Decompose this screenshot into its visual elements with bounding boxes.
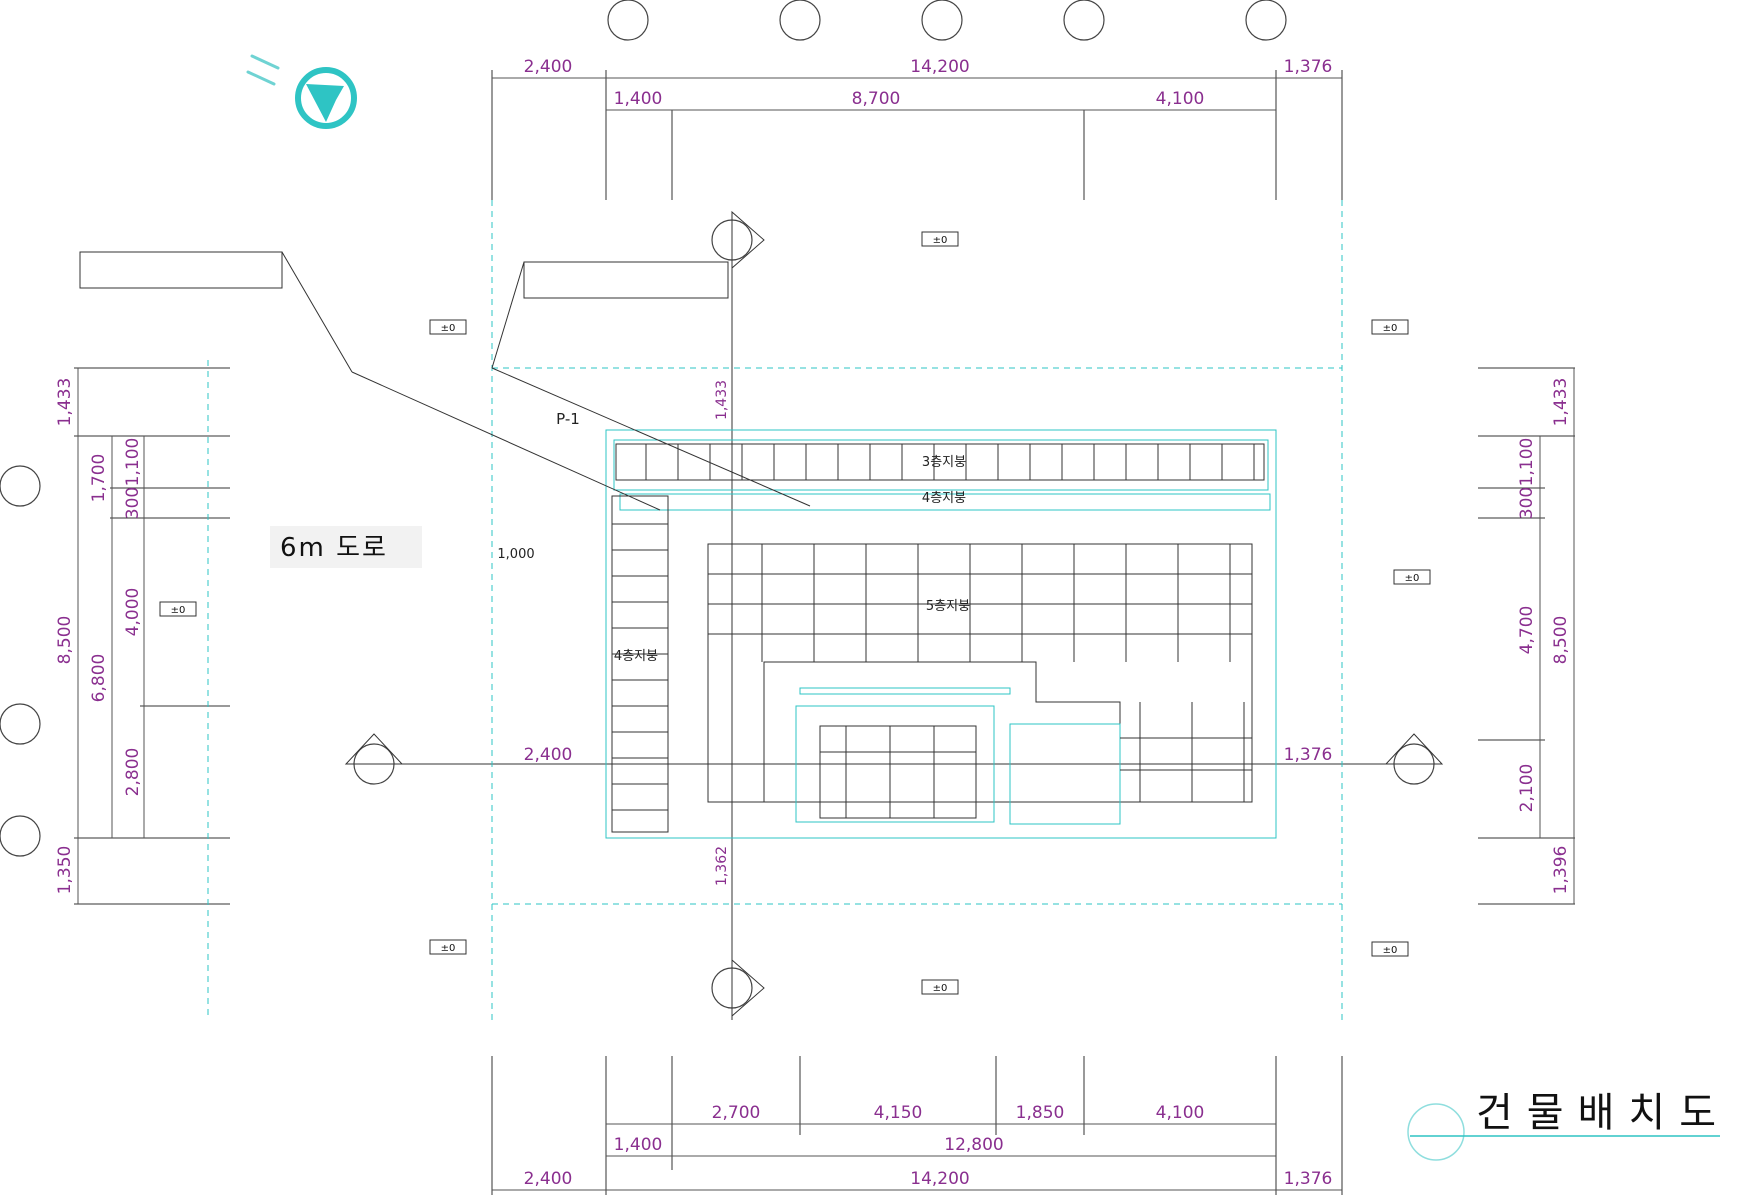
dim-bottom2-1400: 1,400 — [614, 1135, 663, 1155]
level-tag-text: ±0 — [171, 605, 186, 616]
dim-local-1000: 1,000 — [497, 547, 534, 562]
grid-bubbles-top — [607, 0, 1287, 41]
dim-left-1100: 1,100 — [123, 438, 143, 487]
grid-bubble-icon — [1245, 0, 1287, 41]
property-boundary — [207, 200, 1343, 1020]
dim-right-1433: 1,433 — [1551, 378, 1571, 427]
building-outline — [605, 429, 1277, 839]
level-tag: ±0 — [1371, 319, 1409, 335]
level-tag: ±0 — [429, 939, 467, 955]
grid-bubble-icon — [1063, 0, 1105, 41]
dim-bottom2-12800: 12,800 — [944, 1135, 1003, 1155]
dimension-texts-top: 2,400 14,200 1,376 1,400 8,700 4,100 — [524, 57, 1333, 109]
dim-bottom-1850: 1,850 — [1016, 1103, 1065, 1123]
dimension-texts-bottom: 2,700 4,150 1,850 4,100 1,400 12,800 2,4… — [524, 1103, 1333, 1189]
dim-left-8500: 8,500 — [55, 616, 75, 665]
dim-top2-8700: 8,700 — [852, 89, 901, 109]
label-roof-4f-left: 4층지붕 — [614, 649, 658, 664]
dim-left-2800: 2,800 — [123, 748, 143, 797]
dim-bottom3-2400: 2,400 — [524, 1169, 573, 1189]
dim-left-1433: 1,433 — [55, 378, 75, 427]
dim-right-1100: 1,100 — [1517, 438, 1537, 487]
dim-top-2400: 2,400 — [524, 57, 573, 77]
dim-bottom3-1376: 1,376 — [1284, 1169, 1333, 1189]
grid-bubble-icon — [0, 465, 41, 507]
dim-right-1396: 1,396 — [1551, 846, 1571, 895]
dimension-texts-left: 1,433 8,500 1,350 1,700 6,800 1,100 300 … — [55, 378, 143, 895]
dim-v-1433: 1,433 — [714, 380, 730, 420]
level-tag-text: ±0 — [933, 983, 948, 994]
level-tag-text: ±0 — [933, 235, 948, 246]
dim-top-1376: 1,376 — [1284, 57, 1333, 77]
level-tag: ±0 — [921, 979, 959, 995]
dim-v-1362: 1,362 — [714, 846, 730, 886]
level-tag-text: ±0 — [441, 943, 456, 954]
top-dimension-lines — [77, 77, 1575, 1191]
road-label-group: 6m 도로 — [270, 526, 422, 568]
grid-lines — [74, 70, 1575, 1195]
leader-lines — [79, 251, 811, 511]
grid-bubbles-left — [0, 465, 41, 857]
level-tag-text: ±0 — [1383, 945, 1398, 956]
level-tags: ±0 ±0 ±0 ±0 ±0 ±0 ±0 ±0 — [159, 231, 1431, 995]
dim-bottom3-14200: 14,200 — [910, 1169, 969, 1189]
dim-top2-4100: 4,100 — [1156, 89, 1205, 109]
level-tag-text: ±0 — [1383, 323, 1398, 334]
label-roof-3f: 3층지붕 — [922, 455, 966, 470]
dim-left-300: 300 — [123, 487, 143, 519]
label-roof-5f: 5층지붕 — [926, 599, 970, 614]
dim-right-300: 300 — [1517, 487, 1537, 519]
dimension-texts-right: 1,433 8,500 1,396 1,100 300 4,700 2,100 — [1517, 378, 1571, 895]
label-roof-4f-top: 4층지붕 — [922, 491, 966, 506]
dim-left-1350: 1,350 — [55, 846, 75, 895]
label-part-p1: P-1 — [556, 410, 580, 428]
grid-bubble-icon — [0, 703, 41, 745]
level-tag-text: ±0 — [1405, 573, 1420, 584]
roof-grid — [612, 444, 1255, 818]
road-label: 6m 도로 — [280, 533, 388, 563]
dim-right-4700: 4,700 — [1517, 606, 1537, 655]
level-tag: ±0 — [429, 319, 467, 335]
dim-left-6800: 6,800 — [89, 654, 109, 703]
dim-top-14200: 14,200 — [910, 57, 969, 77]
dimension-texts-middle: 2,400 1,376 1,000 1,433 1,362 — [497, 380, 1332, 886]
grid-bubble-icon — [779, 0, 821, 41]
dim-right-2100: 2,100 — [1517, 764, 1537, 813]
dim-left-4000: 4,000 — [123, 588, 143, 637]
grid-bubble-icon — [607, 0, 649, 41]
dim-bottom-4100: 4,100 — [1156, 1103, 1205, 1123]
drawing-title: 건물배치도 — [1476, 1090, 1730, 1136]
grid-bubble-icon — [0, 815, 41, 857]
dim-top2-1400: 1,400 — [614, 89, 663, 109]
level-tag: ±0 — [1371, 941, 1409, 957]
level-tag: ±0 — [1393, 569, 1431, 585]
section-marker-icon — [344, 210, 1444, 1018]
grid-bubble-icon — [921, 0, 963, 41]
dim-bottom-4150: 4,150 — [874, 1103, 923, 1123]
title-block: 건물배치도 — [1407, 1090, 1730, 1161]
dim-bottom-2700: 2,700 — [712, 1103, 761, 1123]
level-tag: ±0 — [159, 601, 197, 617]
dim-left-1700: 1,700 — [89, 454, 109, 503]
dim-mid-2400: 2,400 — [524, 745, 573, 765]
north-arrow-icon — [246, 54, 357, 129]
level-tag-text: ±0 — [441, 323, 456, 334]
roof-labels: 3층지붕 4층지붕 4층지붕 5층지붕 P-1 — [556, 410, 970, 664]
dim-mid-1376: 1,376 — [1284, 745, 1333, 765]
level-tag: ±0 — [921, 231, 959, 247]
dim-right-8500: 8,500 — [1551, 616, 1571, 665]
